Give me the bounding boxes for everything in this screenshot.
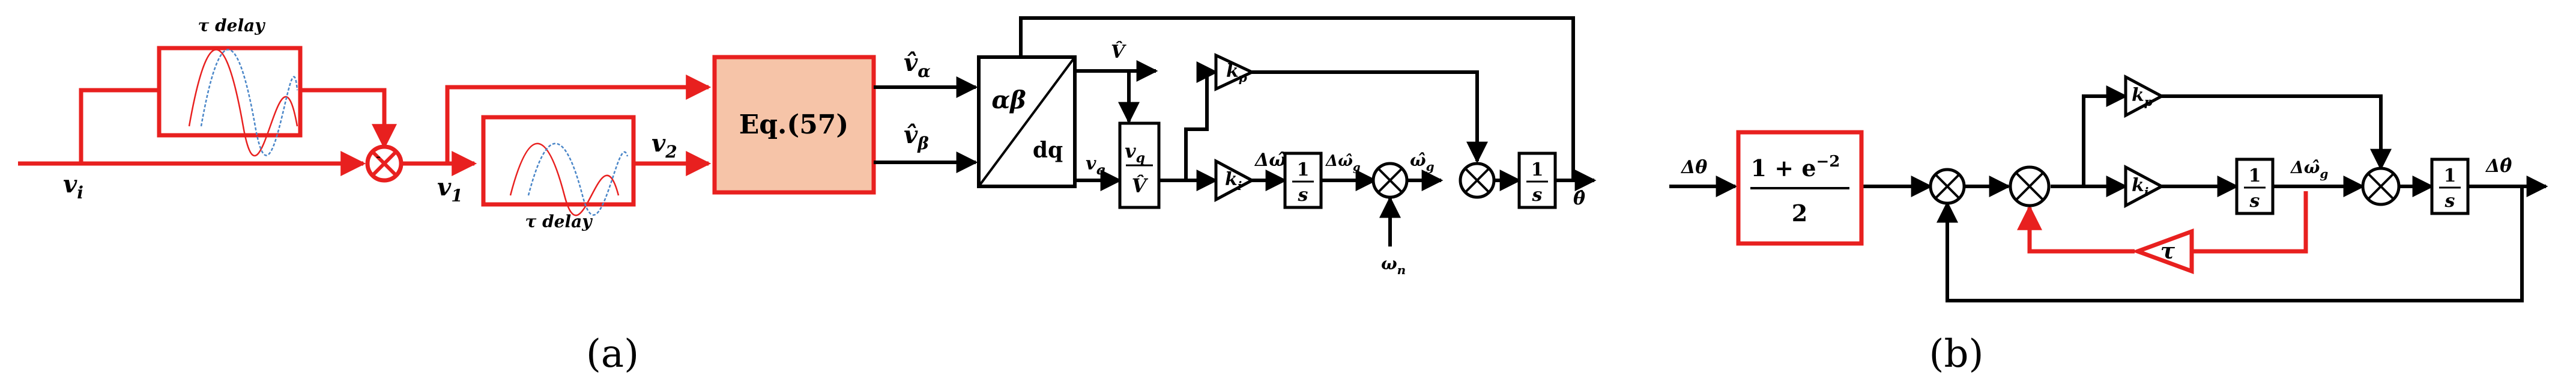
int-a2-den: s: [1532, 185, 1543, 206]
v2-label: v2: [652, 129, 677, 162]
int-b2-num: 1: [2444, 165, 2457, 186]
abc-dq-transform: αβ dq: [977, 55, 1077, 188]
kp-label-b: kp: [2132, 85, 2153, 109]
svg-text:-: -: [376, 148, 381, 165]
input-label: vi: [63, 170, 83, 203]
v-beta-label: v̂β: [904, 121, 929, 153]
sum-junction-kp-ki: [1459, 162, 1496, 199]
caption-a: (a): [586, 332, 639, 376]
int-a1-num: 1: [1297, 159, 1310, 180]
int-b1-den: s: [2249, 191, 2260, 212]
vq-label: vq: [1086, 153, 1105, 178]
integrator-b1: 1 s: [2235, 158, 2275, 215]
eq57-label: Eq.(57): [739, 109, 849, 140]
int-b1-num: 1: [2249, 165, 2261, 186]
dw2-label-a: Δω̂g: [1325, 152, 1361, 174]
vhat-label: V̂: [1111, 41, 1126, 63]
ki-gain-a: ki: [1214, 158, 1256, 203]
integrator-a2: 1 s: [1517, 152, 1557, 209]
wg-label: ω̂g: [1410, 150, 1435, 174]
int-b2-den: s: [2444, 191, 2455, 212]
dw-label-b: Δω̂g: [2290, 158, 2328, 181]
kp-gain-a: kp: [1214, 53, 1256, 91]
sum-junction-b1: [1929, 168, 1966, 205]
wn-label: ωn: [1381, 254, 1406, 277]
integrator-a1: 1 s: [1283, 152, 1323, 209]
black-signal-paths-b: [1669, 85, 2548, 302]
ki-label-b: ki: [2132, 175, 2148, 199]
transform-dq-label: dq: [1033, 138, 1063, 163]
transform-alpha-beta-label: αβ: [991, 86, 1026, 114]
ki-gain-b: ki: [2124, 164, 2165, 209]
subtractor-a: -: [365, 144, 404, 183]
black-signal-paths: [874, 16, 1597, 247]
gain-numerator: 1 + e−2: [1751, 153, 1840, 182]
kp-gain-b: kp: [2124, 74, 2165, 118]
output-label-b: Δθ̂: [2485, 156, 2512, 177]
divider-numerator: vq: [1125, 139, 1145, 166]
kp-label-a: kp: [1226, 61, 1247, 85]
v1-label: v1: [437, 173, 463, 206]
input-label-b: Δθ: [1680, 157, 1707, 178]
divider-block: vq V̂: [1118, 121, 1161, 209]
eq57-block: Eq.(57): [712, 55, 876, 195]
delay-bottom-label: τ delay: [525, 212, 593, 231]
sum-junction-wn: [1371, 162, 1409, 199]
int-a2-num: 1: [1531, 159, 1544, 180]
tau-label: τ: [2160, 239, 2175, 264]
gain-block-b: 1 + e−2 2: [1736, 130, 1864, 246]
delay-top-label: τ delay: [198, 16, 265, 35]
caption-b: (b): [1929, 332, 1984, 376]
sum-junction-b3: [2361, 167, 2401, 206]
gain-denominator: 2: [1792, 200, 1807, 227]
tau-gain-b: τ: [2131, 228, 2194, 275]
delay-block-bottom: τ delay: [481, 115, 636, 231]
divider-denominator: V̂: [1132, 174, 1149, 197]
sum-junction-b2: [2009, 165, 2051, 207]
ki-label-a: ki: [1225, 169, 1242, 193]
delay-block-top: τ delay: [157, 16, 303, 156]
red-signal-paths-b: [2017, 191, 2308, 254]
panel-a: τ delay τ delay - vi v1 v2 Eq.(: [18, 16, 1597, 376]
integrator-b2: 1 s: [2430, 158, 2470, 215]
panel-b: Δθ 1 + e−2 2 kp: [1669, 74, 2548, 376]
red-signal-paths: [18, 75, 712, 176]
theta-output-label: θ̂: [1573, 188, 1585, 209]
v-alpha-label: v̂α: [904, 49, 931, 81]
int-a1-den: s: [1298, 185, 1308, 206]
